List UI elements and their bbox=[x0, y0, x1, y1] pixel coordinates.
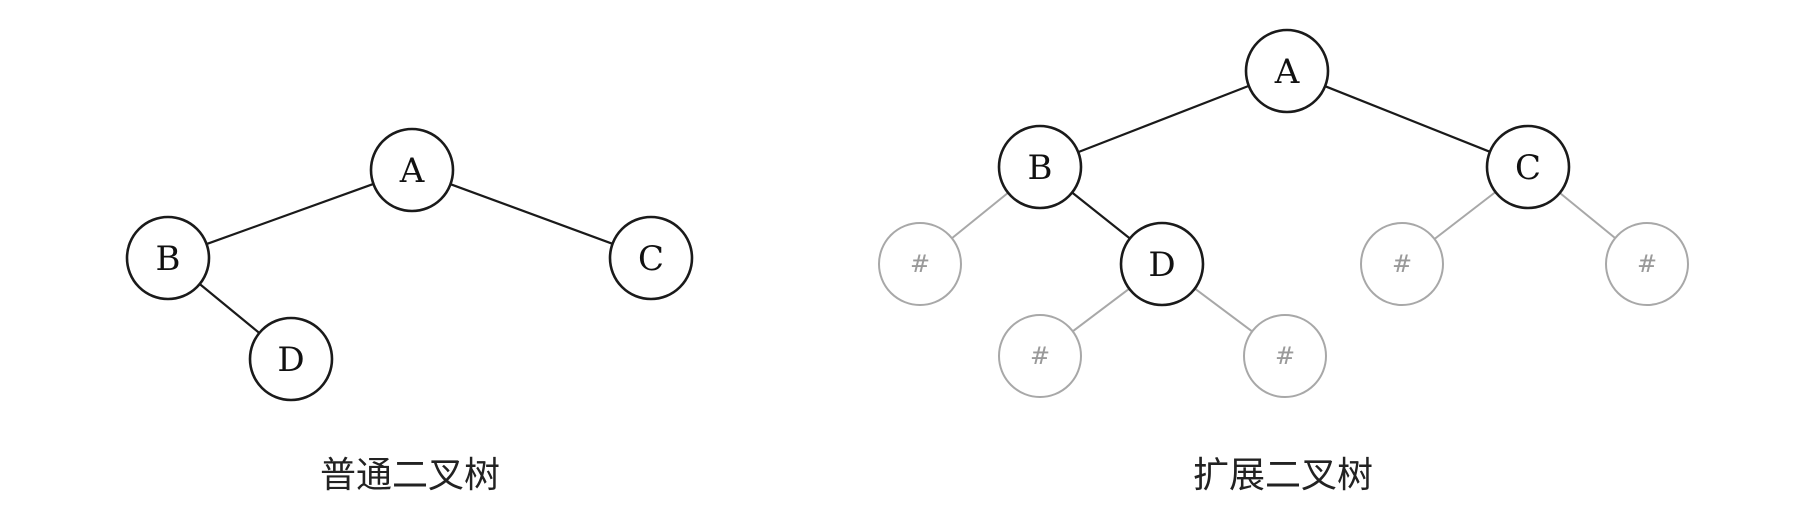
extended-node-label: B bbox=[1028, 148, 1053, 188]
extended-node-label: # bbox=[1392, 250, 1412, 278]
extended-node-b: B bbox=[997, 124, 1083, 210]
normal-binary-tree: A B C D bbox=[125, 127, 694, 402]
normal-node-a: A bbox=[369, 127, 455, 213]
normal-tree-caption: 普通二叉树 bbox=[320, 455, 500, 496]
extended-edge-a-b bbox=[1077, 84, 1250, 154]
normal-node-label: A bbox=[399, 151, 425, 191]
extended-node-d-left: # bbox=[998, 314, 1082, 398]
normal-node-circle bbox=[125, 215, 211, 301]
extended-node-b-left: # bbox=[878, 222, 962, 306]
extended-tree-caption: 扩展二叉树 bbox=[1193, 455, 1373, 496]
extended-edge-d-d-right bbox=[1194, 287, 1253, 333]
extended-node-circle bbox=[1605, 222, 1689, 306]
normal-edge-a-b bbox=[206, 182, 374, 246]
normal-node-label: B bbox=[156, 239, 181, 279]
extended-node-label: # bbox=[910, 250, 930, 278]
normal-node-d: D bbox=[248, 316, 334, 402]
normal-node-b: B bbox=[125, 215, 211, 301]
normal-node-circle bbox=[248, 316, 334, 402]
extended-edge-d-d-left bbox=[1072, 287, 1130, 333]
extended-node-label: # bbox=[1030, 342, 1050, 370]
extended-edge-a-c bbox=[1324, 85, 1491, 153]
extended-node-c-right: # bbox=[1605, 222, 1689, 306]
extended-node-circle bbox=[1244, 28, 1330, 114]
extended-node-label: # bbox=[1637, 250, 1657, 278]
extended-node-circle bbox=[1485, 124, 1571, 210]
extended-node-circle bbox=[1360, 222, 1444, 306]
extended-node-circle bbox=[998, 314, 1082, 398]
extended-node-circle bbox=[997, 124, 1083, 210]
normal-node-circle bbox=[369, 127, 455, 213]
normal-node-label: D bbox=[277, 340, 304, 380]
extended-edge-b-d bbox=[1071, 191, 1131, 240]
extended-node-a: A bbox=[1244, 28, 1330, 114]
extended-node-d: D bbox=[1119, 221, 1205, 307]
normal-node-circle bbox=[608, 215, 694, 301]
extended-edge-c-c-right bbox=[1559, 192, 1616, 239]
extended-edge-b-b-left bbox=[951, 191, 1009, 240]
extended-edge-c-c-left bbox=[1433, 191, 1497, 240]
extended-node-label: # bbox=[1275, 342, 1295, 370]
normal-edge-a-c bbox=[450, 183, 613, 245]
extended-node-label: A bbox=[1274, 52, 1300, 92]
extended-node-d-right: # bbox=[1243, 314, 1327, 398]
extended-binary-tree: A B C D # # # # # bbox=[878, 28, 1689, 398]
extended-node-circle bbox=[1243, 314, 1327, 398]
extended-node-c-left: # bbox=[1360, 222, 1444, 306]
normal-edge-b-d bbox=[198, 283, 261, 334]
extended-node-label: C bbox=[1515, 148, 1541, 188]
extended-node-circle bbox=[878, 222, 962, 306]
extended-node-circle bbox=[1119, 221, 1205, 307]
extended-node-label: D bbox=[1148, 245, 1175, 285]
normal-node-c: C bbox=[608, 215, 694, 301]
normal-node-label: C bbox=[638, 239, 664, 279]
extended-node-c: C bbox=[1485, 124, 1571, 210]
